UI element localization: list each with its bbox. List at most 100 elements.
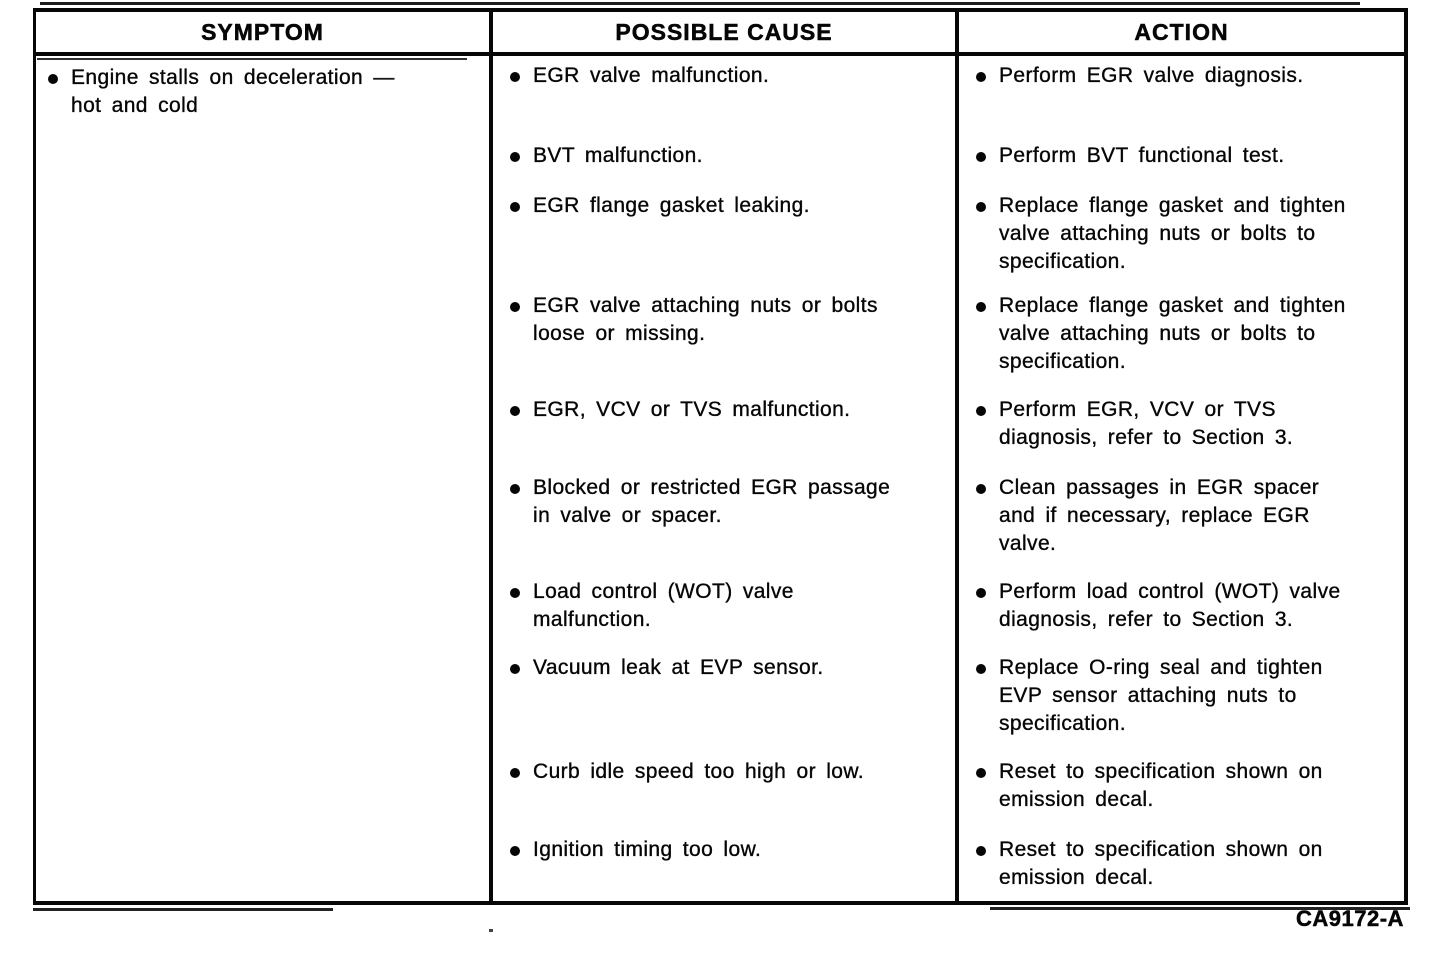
cause-item: BVT malfunction. (510, 142, 947, 170)
action-cell: Perform EGR valve diagnosis. (955, 56, 1404, 136)
cause-text: BVT malfunction. (533, 142, 703, 170)
bullet-icon (510, 768, 520, 778)
cause-cell: Ignition timing too low. (489, 830, 955, 901)
scan-artifact-bottom-left (33, 908, 333, 911)
cause-item: Vacuum leak at EVP sensor. (510, 654, 947, 682)
text-line: loose or missing. (533, 322, 706, 345)
action-item: Perform EGR, VCV or TVS diagnosis, refer… (976, 396, 1396, 452)
action-item: Replace flange gasket and tighten valve … (976, 192, 1396, 276)
action-text: Perform EGR valve diagnosis. (999, 62, 1303, 90)
bullet-icon (48, 74, 58, 84)
text-line: emission decal. (999, 866, 1154, 889)
text-line: Vacuum leak at EVP sensor. (533, 656, 824, 679)
text-line: Engine stalls on deceleration — (71, 66, 395, 89)
cause-text: EGR, VCV or TVS malfunction. (533, 396, 850, 424)
action-cell: Reset to specification shown on emission… (955, 752, 1404, 830)
text-line: in valve or spacer. (533, 504, 722, 527)
action-text: Reset to specification shown on emission… (999, 758, 1323, 814)
action-text: Reset to specification shown on emission… (999, 836, 1323, 892)
action-item: Perform EGR valve diagnosis. (976, 62, 1396, 90)
scan-artifact-top-line (40, 2, 1360, 5)
action-cell: Perform load control (WOT) valve diagnos… (955, 572, 1404, 648)
action-text: Replace flange gasket and tighten valve … (999, 292, 1346, 376)
bullet-icon (976, 588, 986, 598)
text-line: and if necessary, replace EGR (999, 504, 1310, 527)
text-line: EGR flange gasket leaking. (533, 194, 810, 217)
cause-text: Vacuum leak at EVP sensor. (533, 654, 824, 682)
text-line: Perform load control (WOT) valve (999, 580, 1341, 603)
text-line: specification. (999, 712, 1126, 735)
action-cell: Replace O-ring seal and tighten EVP sens… (955, 648, 1404, 752)
cause-cell: Load control (WOT) valve malfunction. (489, 572, 955, 648)
text-line: hot and cold (71, 94, 199, 117)
bullet-icon (976, 302, 986, 312)
action-cell: Clean passages in EGR spacer and if nece… (955, 468, 1404, 572)
bullet-icon (976, 664, 986, 674)
text-line: specification. (999, 350, 1126, 373)
figure-code: CA9172-A (1296, 906, 1404, 932)
header-possible-cause: POSSIBLE CAUSE (489, 12, 955, 52)
bullet-icon (510, 72, 520, 82)
cause-cell: EGR valve attaching nuts or bolts loose … (489, 286, 955, 390)
cause-item: Blocked or restricted EGR passage in val… (510, 474, 947, 530)
scan-speck (489, 929, 493, 932)
action-text: Replace flange gasket and tighten valve … (999, 192, 1346, 276)
action-text: Clean passages in EGR spacer and if nece… (999, 474, 1319, 558)
bullet-icon (510, 484, 520, 494)
action-cell: Replace flange gasket and tighten valve … (955, 186, 1404, 286)
action-text: Perform BVT functional test. (999, 142, 1284, 170)
action-cell: Perform EGR, VCV or TVS diagnosis, refer… (955, 390, 1404, 468)
bullet-icon (510, 406, 520, 416)
table-header-row: SYMPTOM POSSIBLE CAUSE ACTION (36, 12, 1404, 56)
cause-cell: EGR flange gasket leaking. (489, 186, 955, 286)
text-line: EGR valve malfunction. (533, 64, 770, 87)
cause-text: EGR valve attaching nuts or bolts loose … (533, 292, 878, 348)
cause-cell: Curb idle speed too high or low. (489, 752, 955, 830)
text-line: Replace O-ring seal and tighten (999, 656, 1323, 679)
text-line: Perform EGR valve diagnosis. (999, 64, 1304, 87)
cause-cell: EGR valve malfunction. (489, 56, 955, 136)
bullet-icon (976, 406, 986, 416)
cause-item: Curb idle speed too high or low. (510, 758, 947, 786)
text-line: Blocked or restricted EGR passage (533, 476, 891, 499)
cause-item: EGR flange gasket leaking. (510, 192, 947, 220)
text-line: EVP sensor attaching nuts to (999, 684, 1297, 707)
action-item: Replace flange gasket and tighten valve … (976, 292, 1396, 376)
bullet-icon (976, 72, 986, 82)
header-symptom: SYMPTOM (201, 18, 324, 45)
action-item: Clean passages in EGR spacer and if nece… (976, 474, 1396, 558)
text-line: malfunction. (533, 608, 652, 631)
text-line: emission decal. (999, 788, 1154, 811)
cause-text: EGR flange gasket leaking. (533, 192, 810, 220)
bullet-icon (976, 202, 986, 212)
action-item: Replace O-ring seal and tighten EVP sens… (976, 654, 1396, 738)
cause-text: Load control (WOT) valve malfunction. (533, 578, 794, 634)
text-line: specification. (999, 250, 1126, 273)
header-action: ACTION (955, 12, 1404, 52)
action-item: Reset to specification shown on emission… (976, 758, 1396, 814)
text-line: Clean passages in EGR spacer (999, 476, 1320, 499)
cause-item: Load control (WOT) valve malfunction. (510, 578, 947, 634)
cause-text: EGR valve malfunction. (533, 62, 769, 90)
symptom-text: Engine stalls on deceleration — hot and … (71, 64, 395, 120)
scan-artifact-separator-line (37, 58, 467, 60)
text-line: EGR, VCV or TVS malfunction. (533, 398, 851, 421)
action-cell: Reset to specification shown on emission… (955, 830, 1404, 901)
bullet-icon (510, 664, 520, 674)
cause-cell: Blocked or restricted EGR passage in val… (489, 468, 955, 572)
scan-artifact-bottom-right (990, 907, 1410, 910)
text-line: diagnosis, refer to Section 3. (999, 426, 1294, 449)
cause-item: EGR valve attaching nuts or bolts loose … (510, 292, 947, 348)
table-body: Engine stalls on deceleration — hot and … (36, 56, 1404, 901)
text-line: valve attaching nuts or bolts to (999, 222, 1316, 245)
text-line: Load control (WOT) valve (533, 580, 794, 603)
action-item: Reset to specification shown on emission… (976, 836, 1396, 892)
bullet-icon (976, 846, 986, 856)
symptom-cell: Engine stalls on deceleration — hot and … (36, 56, 489, 901)
text-line: Perform EGR, VCV or TVS (999, 398, 1276, 421)
bullet-icon (976, 484, 986, 494)
cause-item: EGR valve malfunction. (510, 62, 947, 90)
text-line: Curb idle speed too high or low. (533, 760, 864, 783)
text-line: Reset to specification shown on (999, 838, 1323, 861)
